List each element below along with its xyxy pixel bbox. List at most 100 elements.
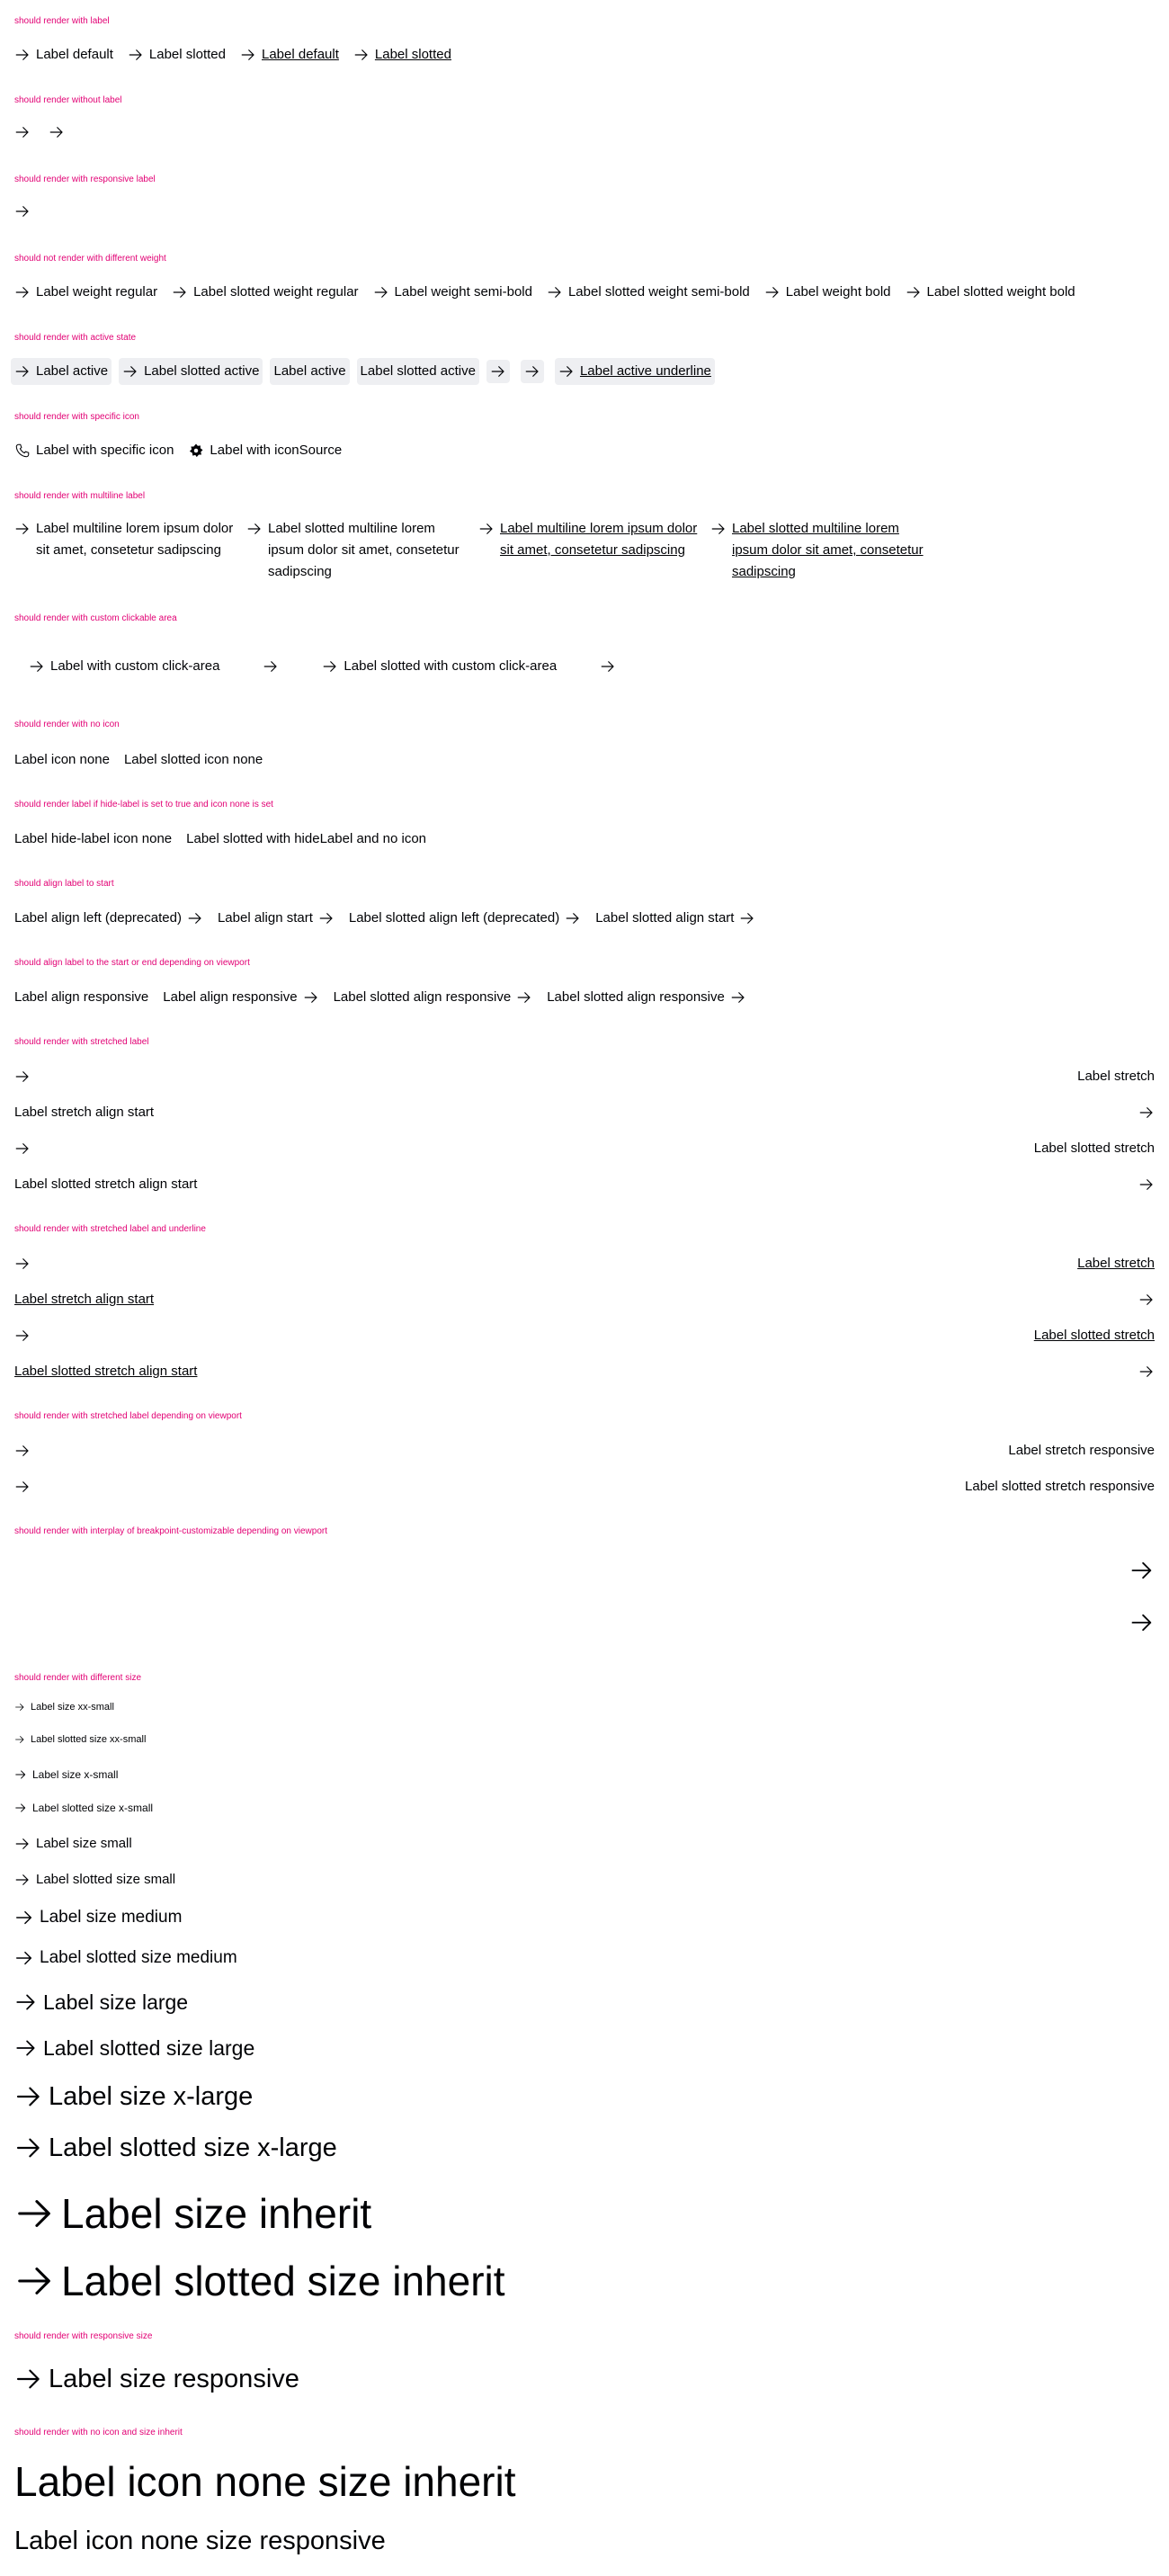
link-pure[interactable]: Label size xx-small: [11, 1698, 118, 1716]
link-pure[interactable]: Label size large: [11, 1985, 192, 2019]
badge-icon: [188, 443, 204, 459]
link-pure-stretch[interactable]: Label slotted stretch: [11, 1322, 1158, 1349]
link-pure-stretch[interactable]: Label slotted stretch responsive: [11, 1473, 1158, 1500]
link-pure[interactable]: Label slotted icon none: [123, 752, 263, 767]
link-pure[interactable]: Label size inherit: [11, 2184, 375, 2243]
arrow-right-icon: [14, 1702, 25, 1713]
link-pure-active[interactable]: Label active: [11, 358, 112, 385]
link-pure[interactable]: Label size small: [11, 1832, 136, 1856]
link-pure[interactable]: Label with specific icon: [11, 437, 177, 464]
arrow-right-icon: [524, 363, 540, 380]
link-pure-active[interactable]: [486, 360, 510, 383]
arrow-right-icon: [353, 47, 370, 63]
link-pure[interactable]: Label slotted with custom click-area: [318, 653, 560, 680]
link-pure[interactable]: Label align responsive: [159, 984, 322, 1011]
link-pure[interactable]: Label default: [11, 41, 117, 68]
section-title: should render with label: [14, 16, 110, 26]
section-title: should render with interplay of breakpoi…: [14, 1526, 327, 1536]
arrow-right-icon: [240, 47, 256, 63]
link-pure-stretch[interactable]: Label slotted stretch: [11, 1135, 1158, 1162]
link-pure[interactable]: [11, 200, 34, 223]
link-row: Label default Label slotted Label defaul…: [11, 41, 1169, 68]
section-title: should render with stretched label: [14, 1037, 149, 1047]
link-pure-stretch[interactable]: Label stretch align start: [11, 1286, 1158, 1313]
link-pure[interactable]: Label with iconSource: [184, 437, 345, 464]
link-pure[interactable]: Label slotted weight semi-bold: [543, 279, 754, 306]
link-pure[interactable]: Label size x-small: [11, 1765, 121, 1784]
section-title: should render without label: [14, 95, 122, 105]
section-title: should render with multiline label: [14, 491, 146, 501]
arrow-right-icon: [49, 124, 65, 140]
link-pure[interactable]: Label slotted align start: [592, 905, 759, 932]
link-pure[interactable]: Label slotted weight bold: [902, 279, 1079, 306]
link-pure[interactable]: Label size medium: [11, 1903, 185, 1932]
arrow-right-icon: [14, 1479, 31, 1495]
link-pure[interactable]: [45, 121, 68, 144]
link-pure[interactable]: Label slotted size x-small: [11, 1798, 156, 1818]
link-pure[interactable]: [1126, 1554, 1158, 1587]
arrow-right-icon: [739, 910, 755, 926]
link-pure[interactable]: Label slotted align left (deprecated): [345, 905, 584, 932]
link-pure[interactable]: Label align responsive: [14, 989, 149, 1005]
link-pure-multiline[interactable]: Label slotted multiline lorem ipsum dolo…: [707, 514, 939, 586]
link-pure[interactable]: Label slotted size inherit: [11, 2251, 509, 2311]
link-pure[interactable]: Label align start: [214, 905, 338, 932]
link-pure[interactable]: Label slotted size small: [11, 1868, 179, 1892]
link-pure-stretch[interactable]: Label stretch responsive: [11, 1437, 1158, 1464]
link-pure[interactable]: Label slotted: [124, 41, 229, 68]
link-pure[interactable]: [259, 655, 282, 678]
arrow-right-icon: [14, 521, 31, 537]
link-row: [11, 121, 1169, 144]
link-pure-active[interactable]: Label active underline: [554, 358, 715, 385]
arrow-right-icon: [318, 910, 335, 926]
link-pure-stretch[interactable]: Label slotted stretch align start: [11, 1358, 1158, 1385]
link-pure[interactable]: Label default: [236, 41, 343, 68]
link-pure[interactable]: Label slotted: [350, 41, 455, 68]
link-pure-stretch[interactable]: Label stretch: [11, 1063, 1158, 1090]
link-pure[interactable]: Label slotted size xx-small: [11, 1731, 149, 1749]
link-pure[interactable]: Label with custom click-area: [25, 653, 223, 680]
link-pure[interactable]: Label slotted align responsive: [330, 984, 537, 1011]
link-pure[interactable]: Label size responsive: [11, 2357, 303, 2402]
section-title: should render with stretched label and u…: [14, 1224, 206, 1234]
link-pure[interactable]: Label weight regular: [11, 279, 161, 306]
arrow-right-icon: [1138, 1105, 1155, 1121]
link-pure-active[interactable]: Label slotted active: [119, 358, 263, 385]
link-pure[interactable]: Label icon none size responsive: [14, 2527, 386, 2555]
link-pure-active[interactable]: Label active: [270, 358, 350, 385]
arrow-right-icon: [1129, 1610, 1155, 1635]
link-pure[interactable]: Label weight bold: [761, 279, 895, 306]
link-pure[interactable]: Label size x-large: [11, 2076, 256, 2117]
section-title: should render with custom clickable area: [14, 613, 177, 623]
arrow-right-icon: [14, 1908, 34, 1928]
link-pure[interactable]: [1126, 1606, 1158, 1639]
link-pure[interactable]: Label icon none size inherit: [14, 2458, 516, 2505]
link-pure-stretch[interactable]: Label stretch: [11, 1250, 1158, 1277]
link-pure[interactable]: Label slotted weight regular: [168, 279, 361, 306]
section-title: should render label if hide-label is set…: [14, 800, 273, 809]
link-pure-multiline[interactable]: Label multiline lorem ipsum dolor sit am…: [11, 514, 243, 565]
link-pure-active[interactable]: [520, 360, 544, 383]
arrow-right-icon: [29, 658, 45, 675]
link-pure[interactable]: Label slotted size medium: [11, 1944, 241, 1972]
link-pure[interactable]: Label align left (deprecated): [11, 905, 207, 932]
link-pure[interactable]: [596, 655, 620, 678]
link-pure[interactable]: Label slotted with hideLabel and no icon: [186, 831, 427, 846]
link-pure-multiline[interactable]: Label multiline lorem ipsum dolor sit am…: [475, 514, 707, 565]
link-pure[interactable]: Label weight semi-bold: [370, 279, 536, 306]
arrow-right-icon: [490, 363, 506, 380]
link-pure[interactable]: Label slotted align responsive: [543, 984, 750, 1011]
arrow-right-icon: [14, 363, 31, 380]
link-pure-stretch[interactable]: Label slotted stretch align start: [11, 1171, 1158, 1198]
link-pure-multiline[interactable]: Label slotted multiline lorem ipsum dolo…: [243, 514, 475, 586]
link-pure[interactable]: Label slotted size x-large: [11, 2127, 341, 2169]
arrow-right-icon: [600, 658, 616, 675]
link-pure[interactable]: Label icon none: [14, 752, 110, 767]
link-pure[interactable]: Label hide-label icon none: [14, 831, 173, 846]
link-pure[interactable]: [11, 121, 34, 144]
arrow-right-icon: [764, 284, 781, 300]
link-pure[interactable]: Label slotted size large: [11, 2031, 258, 2065]
link-pure-active[interactable]: Label slotted active: [356, 358, 479, 385]
arrow-right-icon: [558, 363, 575, 380]
link-pure-stretch[interactable]: Label stretch align start: [11, 1099, 1158, 1126]
